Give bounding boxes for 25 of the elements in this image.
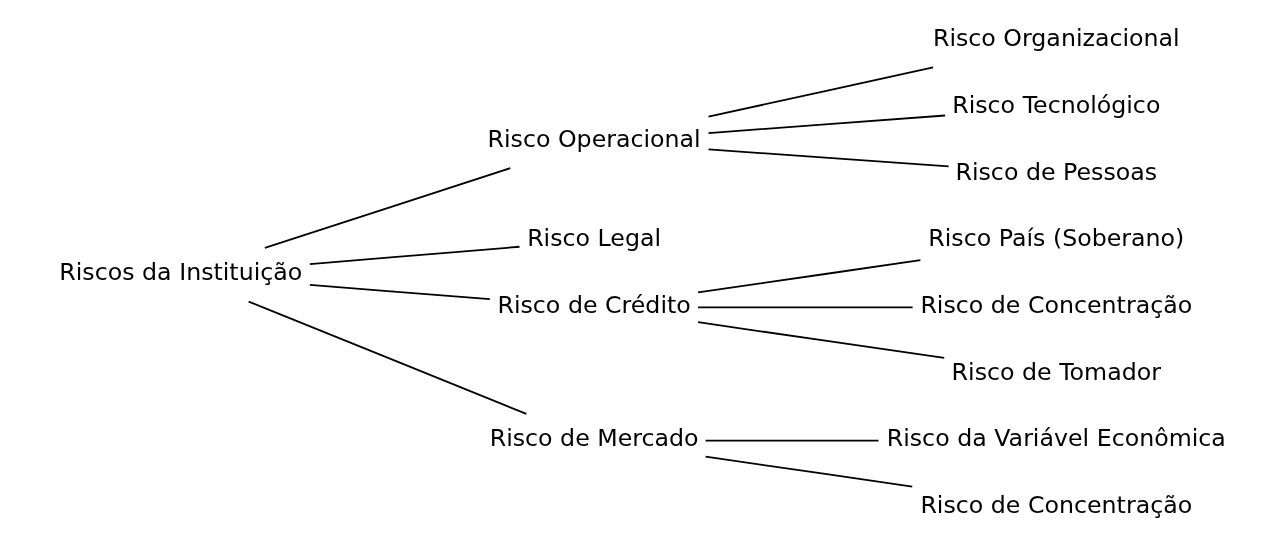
connector [247,300,527,415]
node-text: Risco de Pessoas [955,157,1157,186]
connector [696,259,921,294]
connector [696,306,913,309]
connector [696,321,945,359]
connector [704,439,879,442]
node-text: Risco País (Soberano) [927,224,1184,253]
node-text: Risco de Tomador [951,357,1161,386]
node-text: Risco Organizacional [932,24,1180,53]
connector [707,148,950,168]
node-text: Risco de Concentração [919,290,1192,319]
connector [704,455,913,488]
node-text: Risco Legal [526,224,661,253]
node-text: Riscos da Instituição [58,258,302,287]
connector [308,284,491,301]
node-text: Risco Operacional [487,125,701,154]
node-text: Risco de Crédito [496,290,691,319]
connector [707,114,946,134]
node-text: Risco de Mercado [489,424,699,453]
connector [263,167,511,249]
node-text: Risco de Concentração [919,490,1192,519]
connector [308,245,520,266]
node-text: Risco da Variável Econômica [886,424,1226,453]
connector [707,66,934,118]
node-text: Risco Tecnológico [951,90,1160,119]
